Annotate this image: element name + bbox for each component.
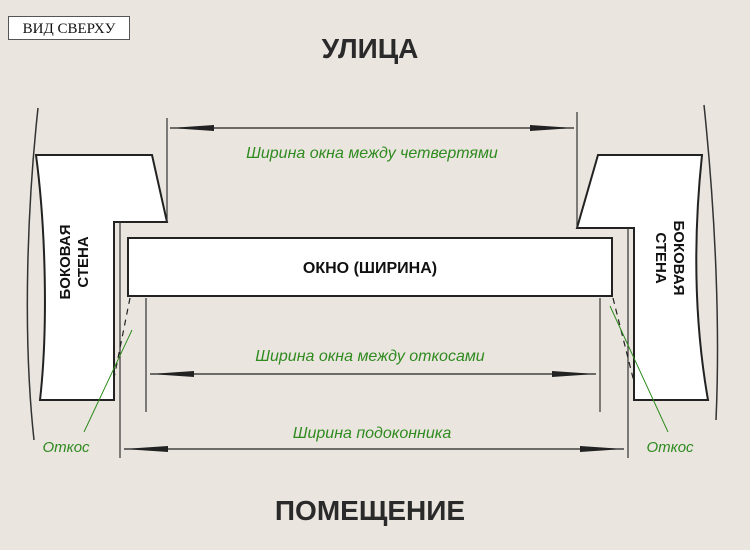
left-wall-label-line1: БОКОВАЯ (57, 225, 74, 300)
right-wall-label-line2: СТЕНА (652, 232, 669, 283)
left-slope-label: Откос (42, 439, 90, 456)
view-label: ВИД СВЕРХУ (8, 16, 130, 40)
right-slope-label: Откос (646, 439, 694, 456)
left-wall-label-line2: СТЕНА (75, 236, 92, 287)
left-wall-outer-curve (26, 107, 39, 441)
right-wall-outer-curve (703, 104, 719, 421)
between-quarters-caption: Ширина окна между четвертями (246, 145, 498, 162)
window-frame (127, 237, 613, 297)
left-side-wall (34, 154, 169, 401)
left-side-wall-label: БОКОВАЯ СТЕНА (57, 225, 92, 300)
right-side-wall (575, 154, 710, 401)
street-label: УЛИЦА (322, 33, 419, 64)
sill-width-caption: Ширина подоконника (293, 425, 452, 442)
right-slope-dashed (612, 297, 635, 383)
between-slopes-caption: Ширина окна между откосами (255, 348, 485, 365)
room-label: ПОМЕЩЕНИЕ (275, 495, 465, 526)
window-label: ОКНО (ШИРИНА) (303, 260, 437, 277)
right-wall-label-line1: БОКОВАЯ (670, 221, 687, 296)
right-side-wall-label: БОКОВАЯ СТЕНА (652, 221, 687, 296)
left-slope-dashed (113, 297, 131, 379)
left-slope-leader (83, 329, 133, 433)
right-slope-leader (609, 305, 669, 433)
